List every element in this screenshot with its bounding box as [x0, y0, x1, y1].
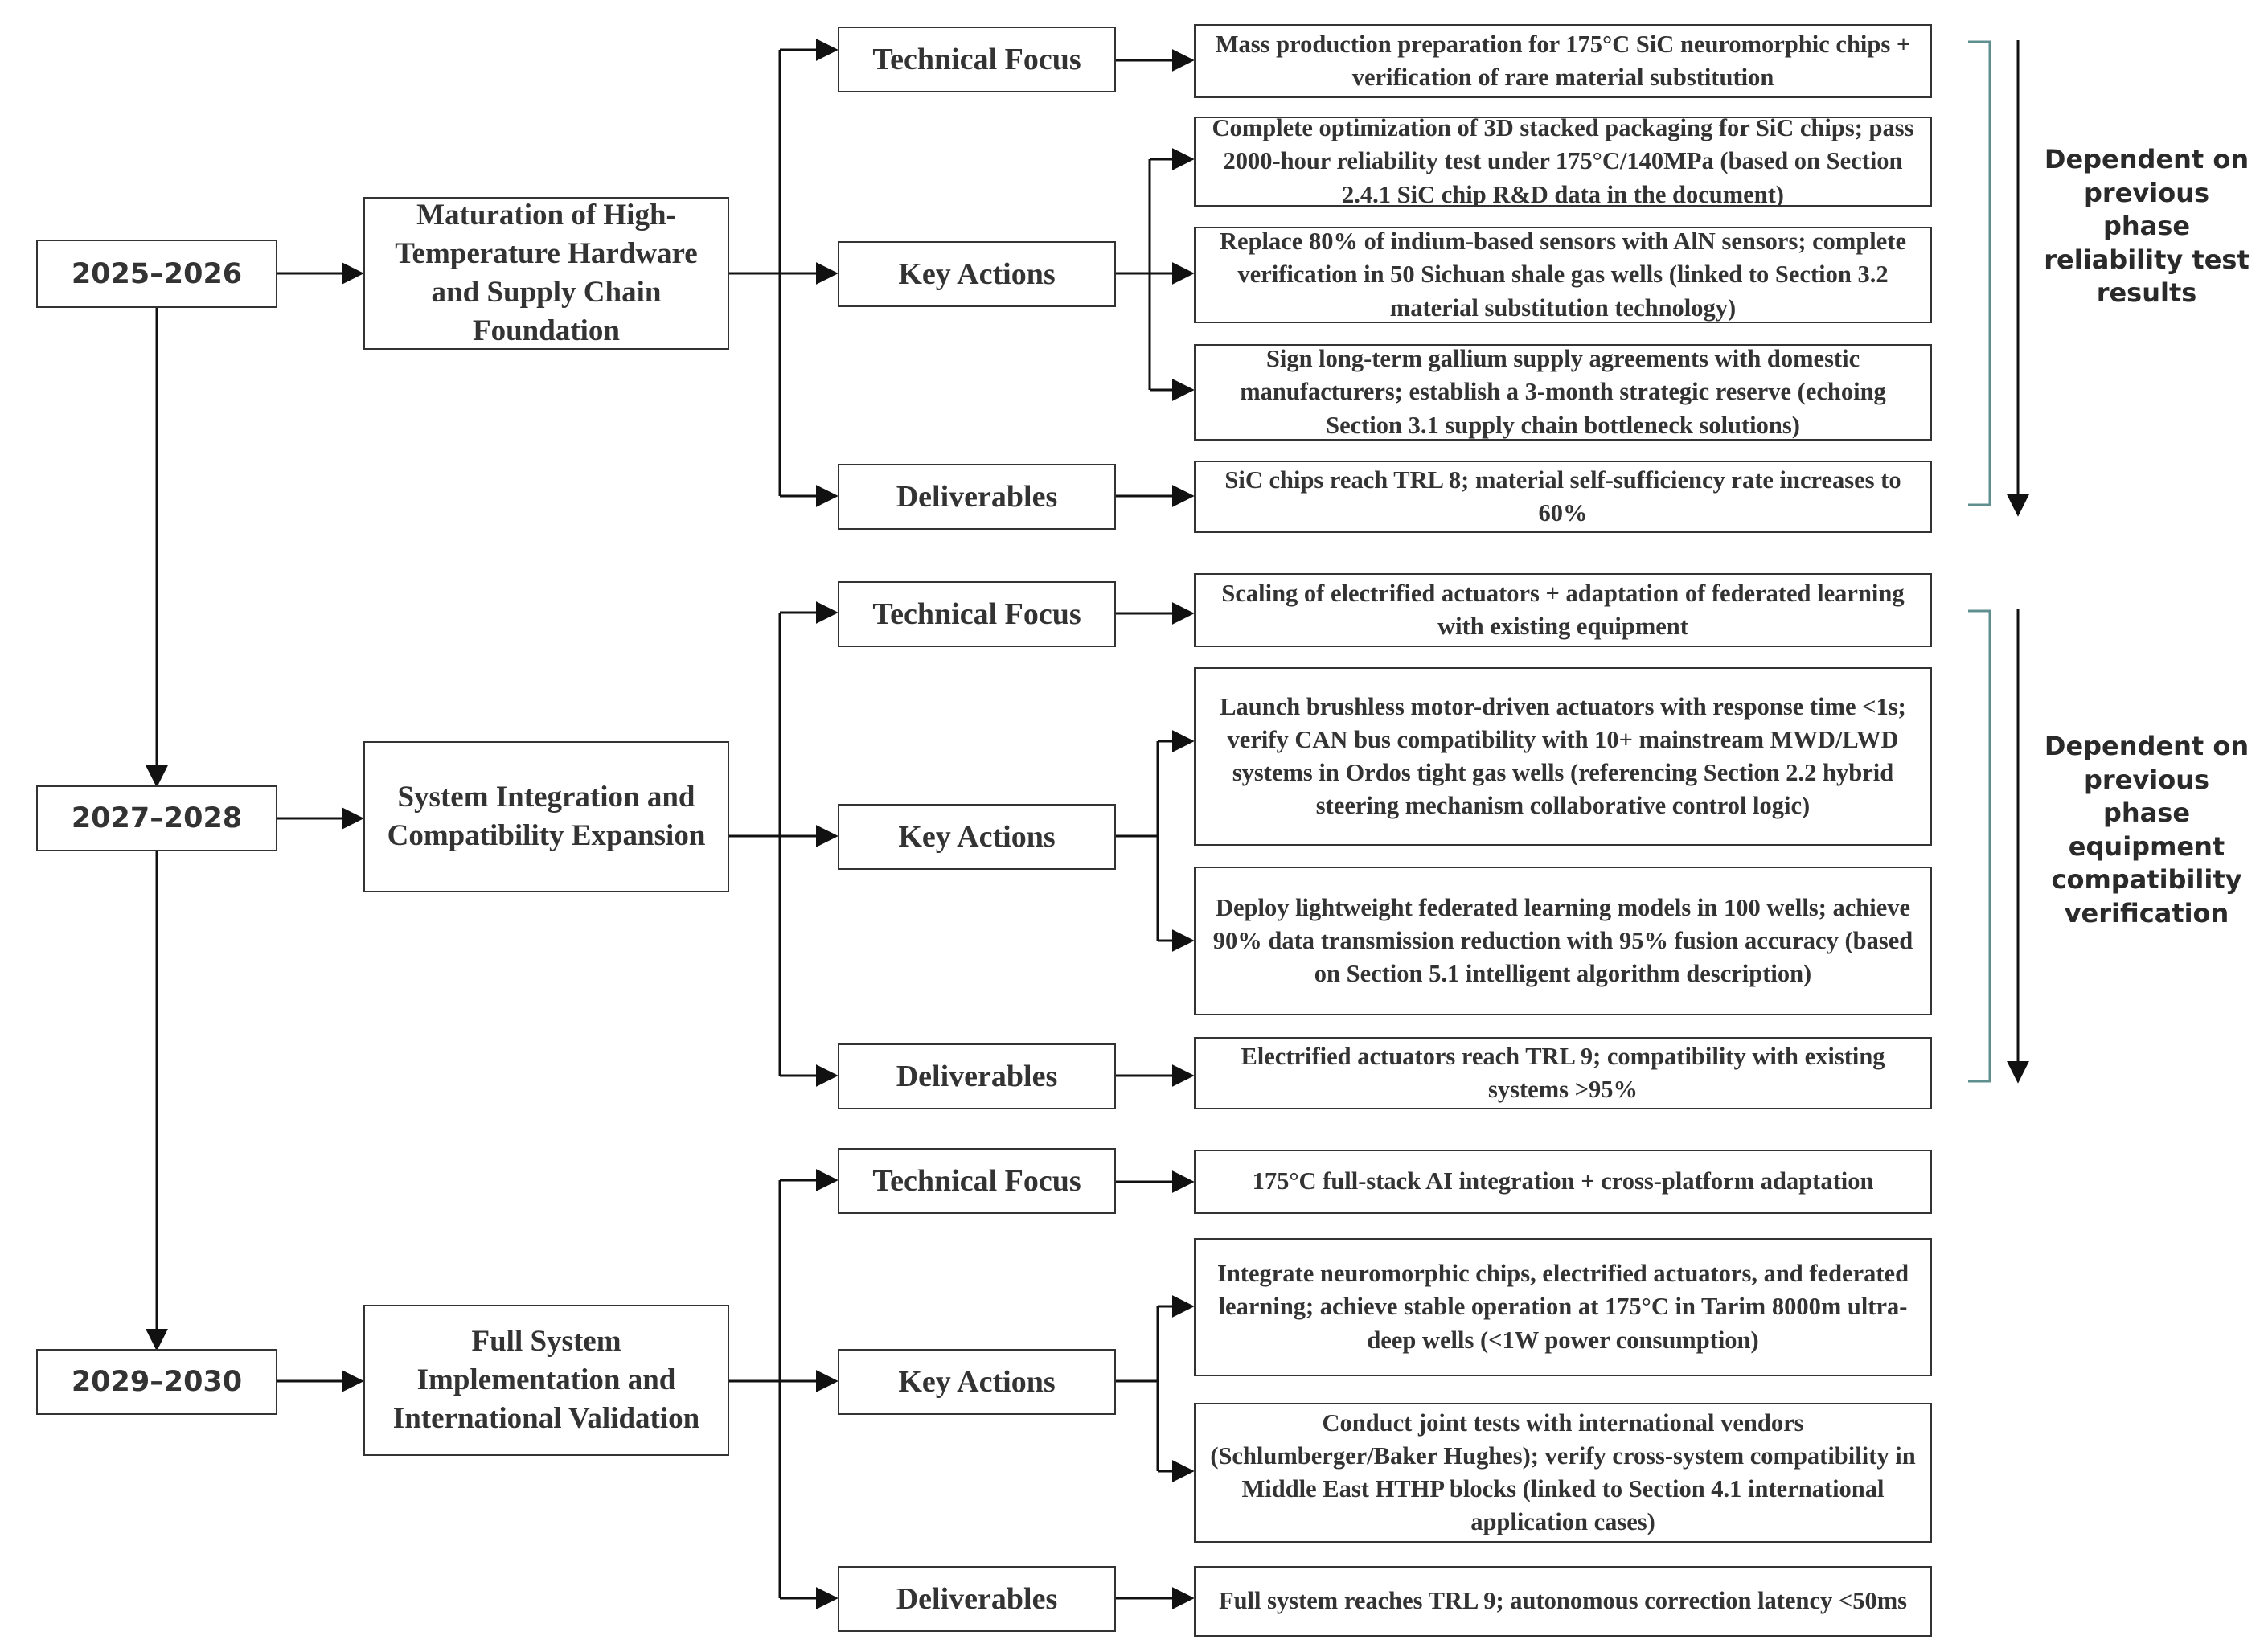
technical-focus-box: Technical Focus	[838, 581, 1116, 647]
deliverables-box: Deliverables	[838, 464, 1116, 530]
phase-title: System Integration and Compatibility Exp…	[387, 780, 706, 852]
detail-text: Deploy lightweight federated learning mo…	[1212, 893, 1913, 988]
detail-text: Replace 80% of indium-based sensors with…	[1220, 228, 1906, 322]
detail-text: Full system reaches TRL 9; autonomous co…	[1218, 1587, 1908, 1615]
key-actions-box: Key Actions	[838, 804, 1116, 870]
dependency-note-reliability: Dependent on previous phase reliability …	[2044, 144, 2250, 309]
detail-text: Electrified actuators reach TRL 9; compa…	[1241, 1042, 1885, 1103]
detail-text: 175°C full-stack AI integration + cross-…	[1252, 1167, 1874, 1195]
deliverables-detail: SiC chips reach TRL 8; material self-suf…	[1194, 461, 1932, 533]
detail-text: Sign long-term gallium supply agreements…	[1240, 345, 1886, 439]
year-label: 2025–2026	[71, 257, 243, 290]
technical-focus-label: Technical Focus	[872, 43, 1081, 76]
deliverables-label: Deliverables	[896, 1582, 1058, 1616]
technical-focus-detail: Mass production preparation for 175°C Si…	[1194, 24, 1932, 98]
key-action-item: Deploy lightweight federated learning mo…	[1194, 867, 1932, 1015]
detail-text: Complete optimization of 3D stacked pack…	[1212, 117, 1914, 207]
key-actions-label: Key Actions	[898, 257, 1056, 291]
phase-title-box: System Integration and Compatibility Exp…	[363, 741, 729, 892]
key-action-item: Replace 80% of indium-based sensors with…	[1194, 227, 1932, 323]
technical-focus-detail: 175°C full-stack AI integration + cross-…	[1194, 1150, 1932, 1214]
detail-text: Integrate neuromorphic chips, electrifie…	[1216, 1260, 1909, 1354]
key-action-item: Integrate neuromorphic chips, electrifie…	[1194, 1238, 1932, 1376]
year-label: 2029–2030	[71, 1366, 243, 1398]
key-action-item: Complete optimization of 3D stacked pack…	[1194, 117, 1932, 207]
technical-focus-box: Technical Focus	[838, 27, 1116, 92]
phase-title-box: Maturation of High-Temperature Hardware …	[363, 197, 729, 350]
deliverables-label: Deliverables	[896, 480, 1058, 514]
phase-title-box: Full System Implementation and Internati…	[363, 1305, 729, 1456]
technical-focus-box: Technical Focus	[838, 1148, 1116, 1214]
detail-text: Conduct joint tests with international v…	[1210, 1408, 1916, 1536]
key-action-item: Sign long-term gallium supply agreements…	[1194, 344, 1932, 441]
year-box-2029-2030: 2029–2030	[36, 1349, 277, 1415]
deliverables-box: Deliverables	[838, 1566, 1116, 1632]
year-label: 2027–2028	[71, 802, 243, 834]
key-actions-box: Key Actions	[838, 241, 1116, 307]
technical-focus-label: Technical Focus	[872, 1164, 1081, 1198]
technical-focus-detail: Scaling of electrified actuators + adapt…	[1194, 573, 1932, 647]
detail-text: Launch brushless motor-driven actuators …	[1220, 692, 1906, 820]
detail-text: SiC chips reach TRL 8; material self-suf…	[1224, 465, 1901, 527]
phase-title: Full System Implementation and Internati…	[392, 1324, 700, 1436]
detail-text: Scaling of electrified actuators + adapt…	[1221, 579, 1905, 640]
deliverables-detail: Full system reaches TRL 9; autonomous co…	[1194, 1566, 1932, 1637]
phase-title: Maturation of High-Temperature Hardware …	[395, 198, 698, 348]
key-actions-label: Key Actions	[898, 1365, 1056, 1399]
key-actions-box: Key Actions	[838, 1349, 1116, 1415]
dependency-note-compatibility: Dependent on previous phase equipment co…	[2044, 731, 2250, 929]
deliverables-detail: Electrified actuators reach TRL 9; compa…	[1194, 1037, 1932, 1109]
key-action-item: Conduct joint tests with international v…	[1194, 1403, 1932, 1543]
key-actions-label: Key Actions	[898, 820, 1056, 854]
year-box-2027-2028: 2027–2028	[36, 785, 277, 851]
deliverables-box: Deliverables	[838, 1043, 1116, 1109]
year-box-2025-2026: 2025–2026	[36, 240, 277, 308]
key-action-item: Launch brushless motor-driven actuators …	[1194, 667, 1932, 846]
detail-text: Mass production preparation for 175°C Si…	[1215, 30, 1911, 91]
deliverables-label: Deliverables	[896, 1060, 1058, 1093]
technical-focus-label: Technical Focus	[872, 597, 1081, 631]
